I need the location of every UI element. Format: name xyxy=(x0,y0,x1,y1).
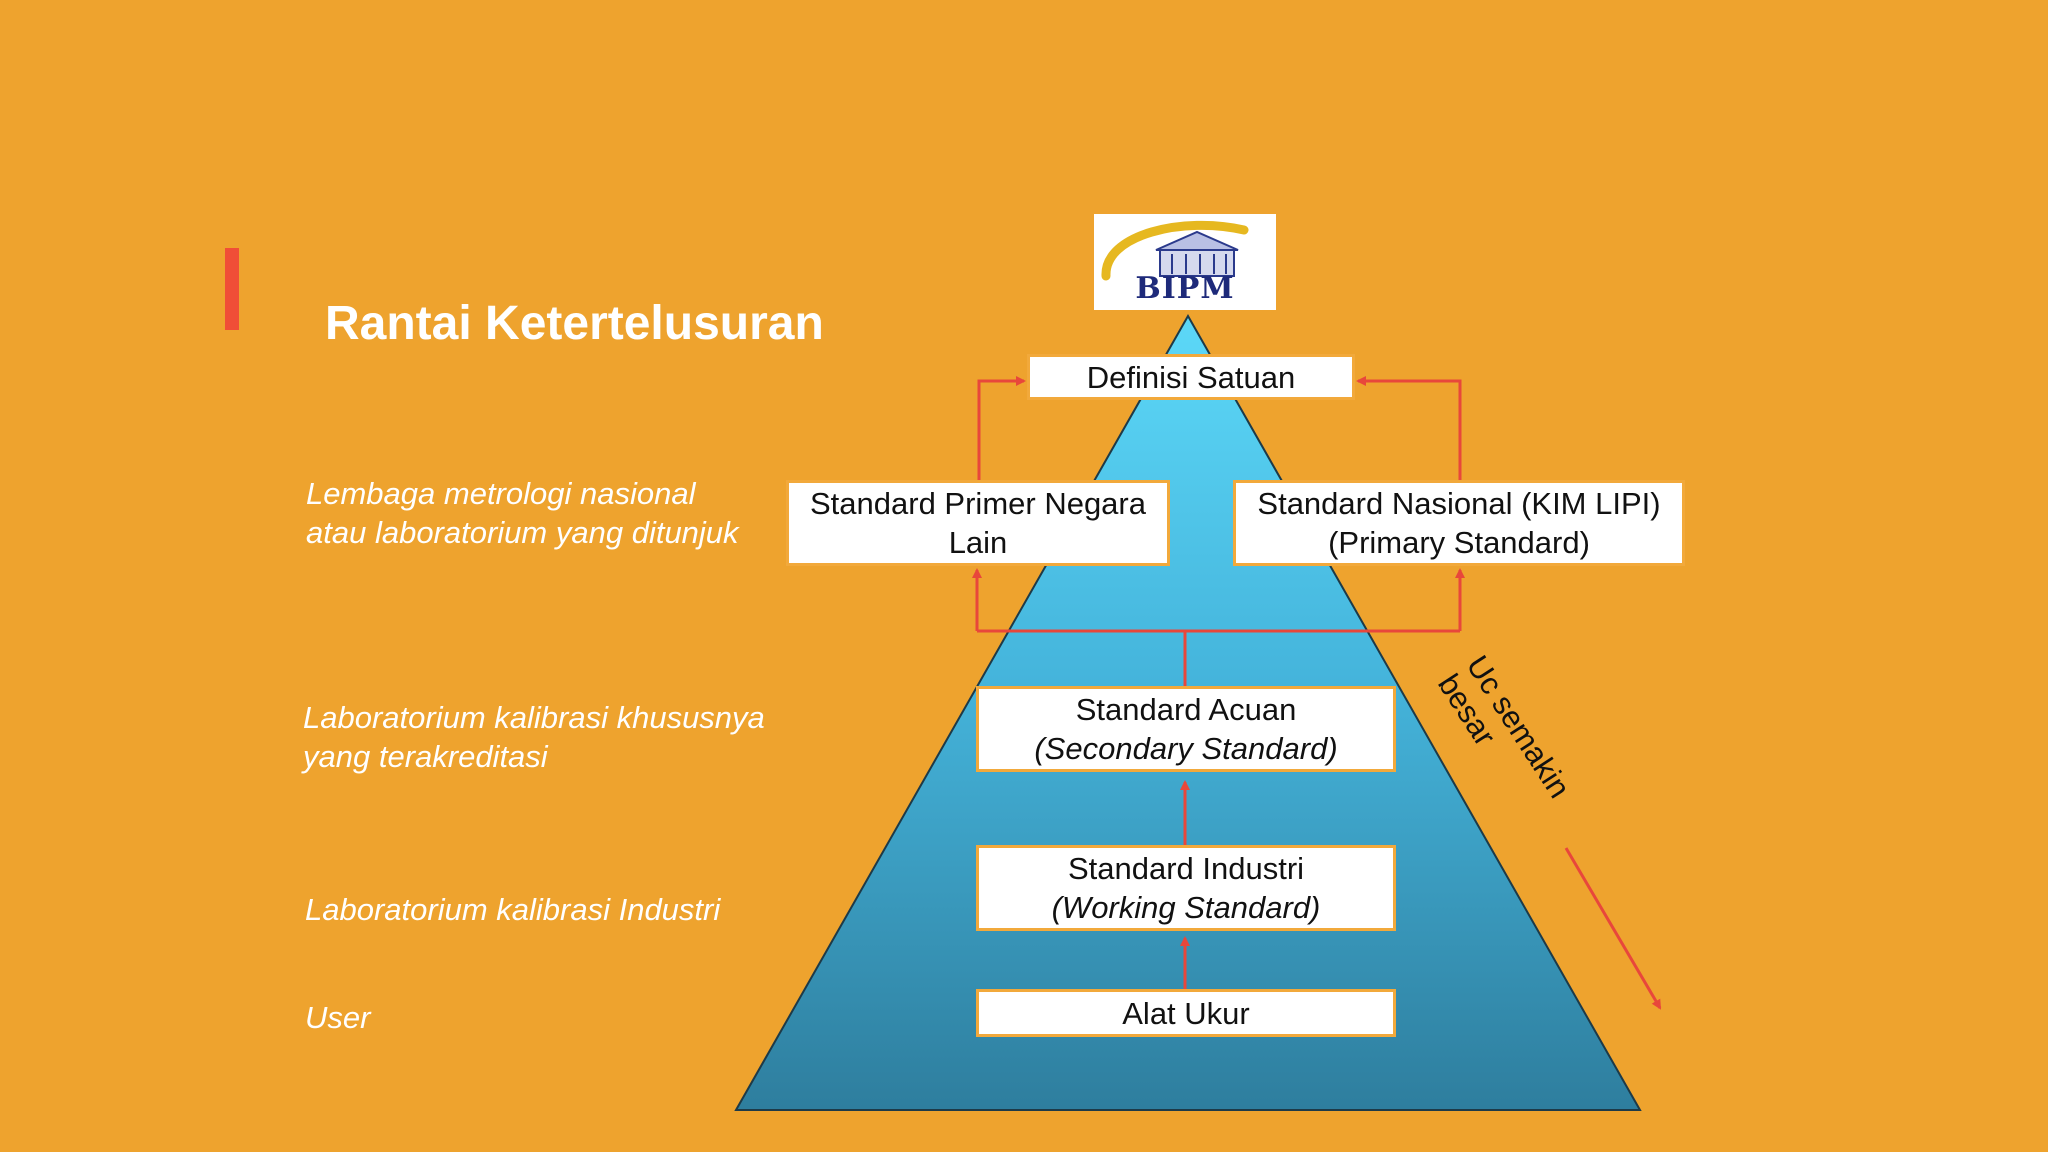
box-definisi-satuan: Definisi Satuan xyxy=(1027,354,1355,400)
label-user: User xyxy=(305,1000,371,1035)
connector-arrows xyxy=(972,376,1662,1010)
box-primer-line2: Lain xyxy=(948,525,1008,560)
box-nasional-line1: Standard Nasional (KIM LIPI) xyxy=(1257,486,1661,521)
box-alat-ukur: Alat Ukur xyxy=(976,989,1396,1037)
label-lab-industri: Laboratorium kalibrasi Industri xyxy=(305,892,721,927)
bipm-logo: BIPM xyxy=(1094,214,1276,310)
title-accent-bar xyxy=(225,248,239,330)
box-standard-nasional: Standard Nasional (KIM LIPI) (Primary St… xyxy=(1233,480,1685,566)
box-acuan-line2: (Secondary Standard) xyxy=(1034,731,1338,766)
box-standard-acuan: Standard Acuan (Secondary Standard) xyxy=(976,686,1396,772)
label-lembaga-metrologi: Lembaga metrologi nasional atau laborato… xyxy=(306,476,739,550)
box-industri-line1: Standard Industri xyxy=(1067,851,1305,886)
box-acuan-line1: Standard Acuan xyxy=(1075,692,1297,727)
box-alat-ukur-text: Alat Ukur xyxy=(1122,995,1250,1031)
slide-title: Rantai Ketertelusuran xyxy=(325,297,824,350)
bipm-building-icon xyxy=(1101,220,1249,281)
box-industri-line2: (Working Standard) xyxy=(1051,890,1321,925)
box-nasional-line2: (Primary Standard) xyxy=(1328,525,1590,560)
box-standard-industri: Standard Industri (Working Standard) xyxy=(976,845,1396,931)
box-standard-primer-negara-lain: Standard Primer Negara Lain xyxy=(786,480,1170,566)
box-definisi-satuan-text: Definisi Satuan xyxy=(1086,359,1296,395)
bipm-logo-text: BIPM xyxy=(1135,271,1235,306)
label-lab-terakreditasi: Laboratorium kalibrasi khususnya yang te… xyxy=(303,700,765,774)
box-primer-line1: Standard Primer Negara xyxy=(810,486,1146,521)
